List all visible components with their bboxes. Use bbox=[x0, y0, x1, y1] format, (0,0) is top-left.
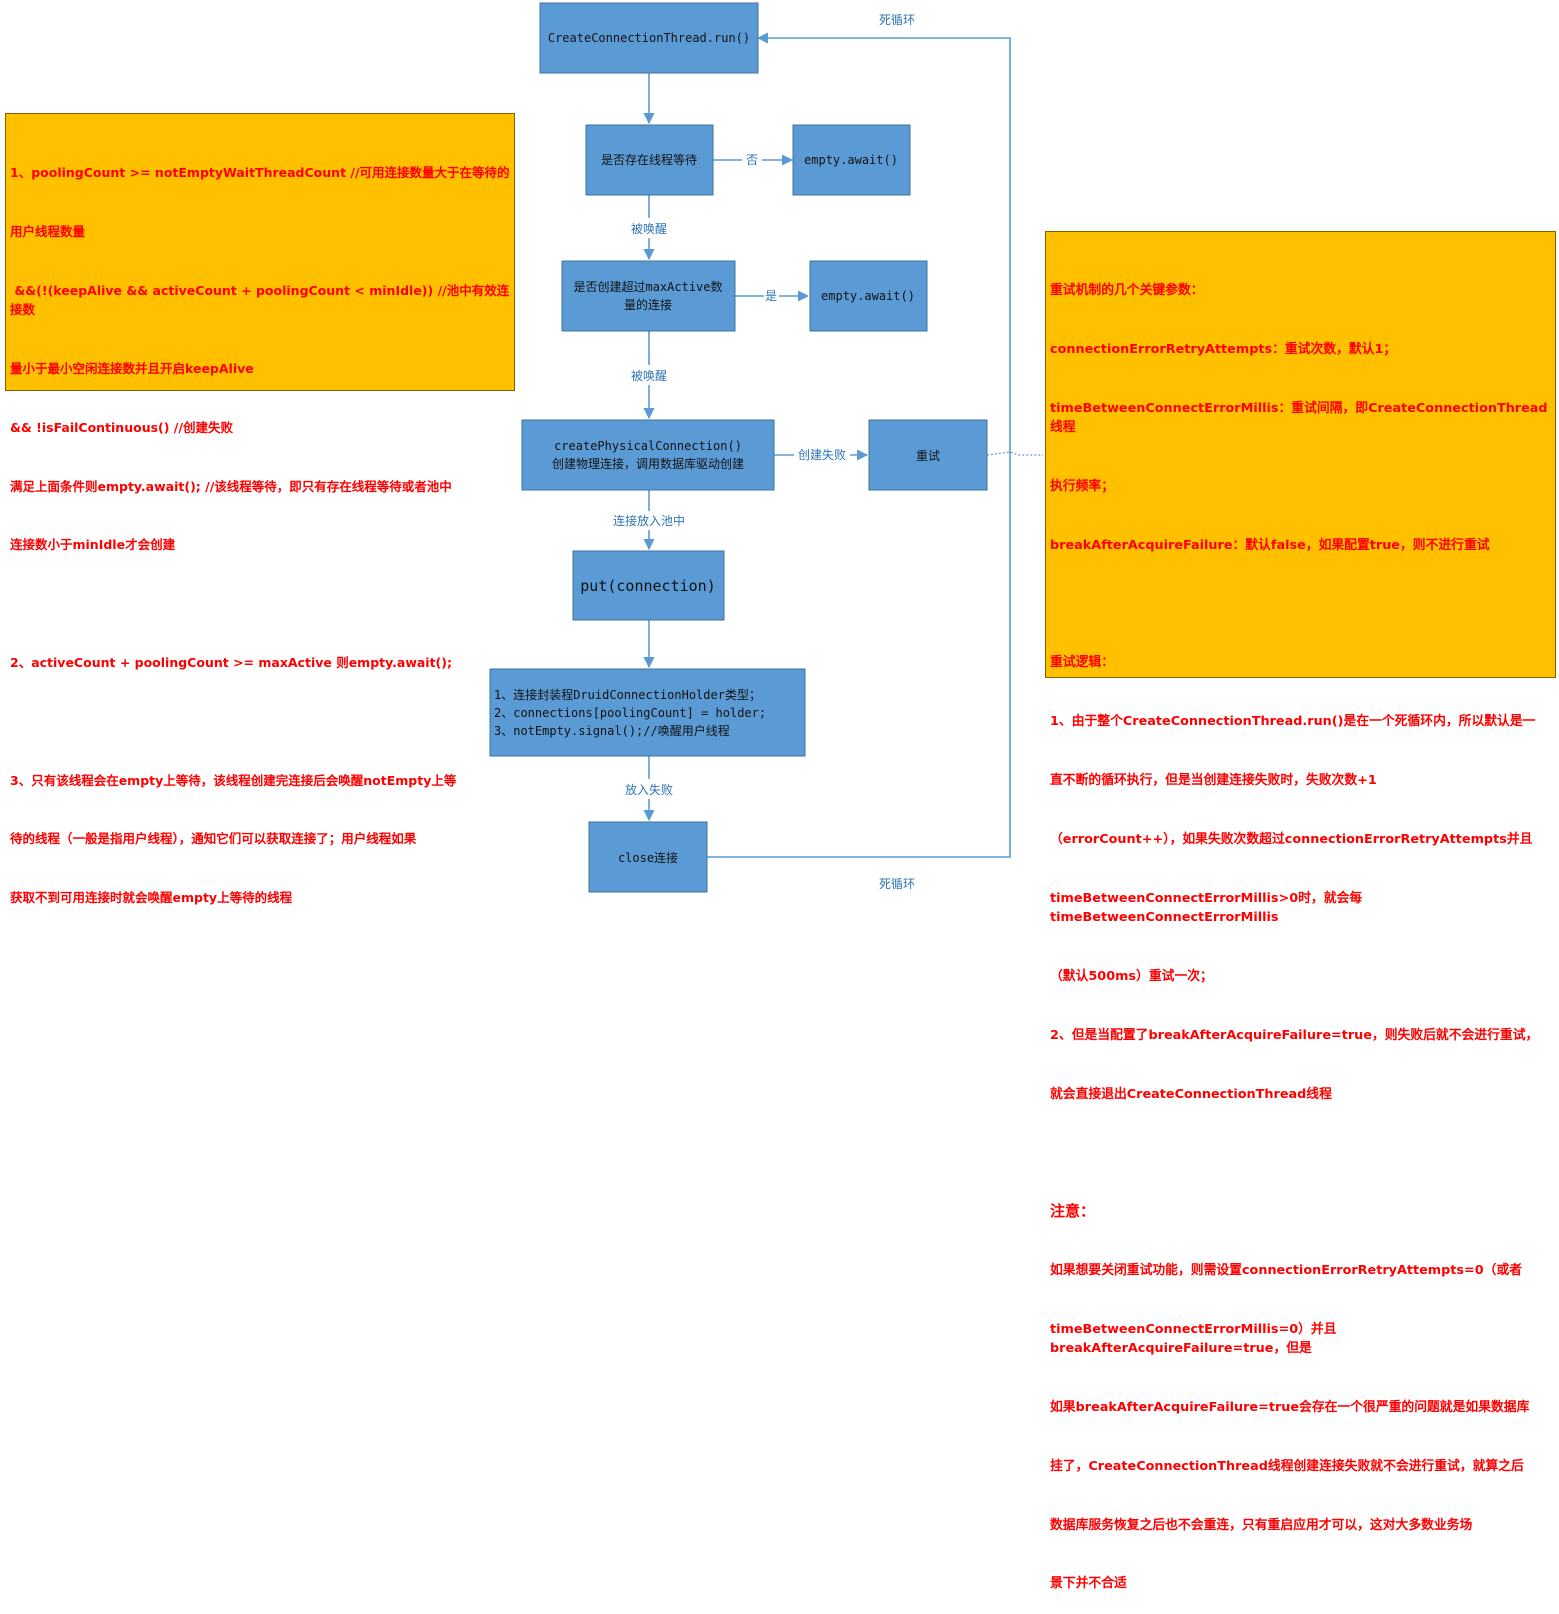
label-wakeup-1: 被唤醒 bbox=[631, 222, 667, 236]
left-note-line: &&(!(keepAlive && activeCount + poolingC… bbox=[10, 282, 510, 318]
right-note-logic: timeBetweenConnectErrorMillis>0时，就会每time… bbox=[1050, 890, 1363, 926]
left-note-spacer bbox=[10, 712, 510, 732]
right-note-note: 如果想要关闭重试功能，则需设置connectionErrorRetryAttem… bbox=[1050, 1262, 1523, 1278]
right-note: 重试机制的几个关键参数： connectionErrorRetryAttempt… bbox=[1045, 231, 1556, 1591]
right-note-logic: 就会直接退出CreateConnectionThread线程 bbox=[1050, 1086, 1332, 1102]
left-note: 1、poolingCount >= notEmptyWaitThreadCoun… bbox=[5, 113, 515, 905]
right-note-param: connectionErrorRetryAttempts：重试次数，默认1； bbox=[1050, 341, 1397, 357]
right-note-logic: 2、但是当配置了breakAfterAcquireFailure=true，则失… bbox=[1050, 1027, 1539, 1043]
node-close-text: close连接 bbox=[618, 850, 678, 865]
left-note-line: 满足上面条件则empty.await(); //该线程等待，即只有存在线程等待或… bbox=[10, 478, 452, 494]
right-note-note: 景下并不合适 bbox=[1050, 1576, 1127, 1592]
node-holder-text-2: 2、connections[poolingCount] = holder; bbox=[494, 706, 766, 720]
right-note-params-title: 重试机制的几个关键参数： bbox=[1050, 283, 1204, 299]
node-retry-text: 重试 bbox=[916, 448, 940, 463]
node-put-text: put(connection) bbox=[580, 577, 715, 595]
right-note-note: 挂了，CreateConnectionThread线程创建连接失败就不会进行重试… bbox=[1050, 1458, 1524, 1474]
left-note-line: 获取不到可用连接时就会唤醒empty上等待的线程 bbox=[10, 890, 293, 906]
node-create-text-2: 创建物理连接，调用数据库驱动创建 bbox=[552, 456, 744, 471]
node-check-max-text-2: 量的连接 bbox=[624, 297, 672, 312]
right-note-logic: （errorCount++），如果失败次数超过connectionErrorRe… bbox=[1050, 831, 1533, 847]
edge-loop bbox=[707, 32, 1011, 858]
node-run-text: CreateConnectionThread.run() bbox=[548, 31, 750, 45]
left-note-line: 量小于最小空闲连接数并且开启keepAlive bbox=[10, 361, 254, 377]
node-await-2-text: empty.await() bbox=[821, 289, 915, 303]
right-note-spacer bbox=[1050, 595, 1551, 615]
label-put-fail: 放入失败 bbox=[625, 782, 673, 797]
label-wakeup-2: 被唤醒 bbox=[631, 369, 667, 383]
node-create-text-1: createPhysicalConnection() bbox=[554, 439, 742, 453]
label-yes: 是 bbox=[765, 289, 777, 303]
right-note-param: breakAfterAcquireFailure：默认false，如果配置tru… bbox=[1050, 537, 1490, 553]
right-note-note: 数据库服务恢复之后也不会重连，只有重启应用才可以，这对大多数业务场 bbox=[1050, 1517, 1473, 1533]
node-holder-text-1: 1、连接封装程DruidConnectionHolder类型； bbox=[494, 687, 761, 702]
label-create-fail: 创建失败 bbox=[798, 447, 846, 462]
left-note-spacer bbox=[10, 594, 510, 614]
left-note-line: 连接数小于minIdle才会创建 bbox=[10, 537, 176, 553]
left-note-line: 用户线程数量 bbox=[10, 223, 86, 239]
node-await-1: empty.await() bbox=[792, 124, 911, 196]
left-note-line: && !isFailContinuous() //创建失败 bbox=[10, 419, 233, 435]
right-note-logic: 直不断的循环执行，但是当创建连接失败时，失败次数+1 bbox=[1050, 773, 1377, 789]
label-no: 否 bbox=[746, 153, 758, 167]
node-holder-text-3: 3、notEmpty.signal();//唤醒用户线程 bbox=[494, 723, 730, 738]
node-check-waiting-text: 是否存在线程等待 bbox=[601, 152, 697, 167]
left-note-line: 待的线程（一般是指用户线程），通知它们可以获取连接了；用户线程如果 bbox=[10, 831, 417, 847]
node-holder: 1、连接封装程DruidConnectionHolder类型； 2、connec… bbox=[489, 668, 806, 757]
node-create: createPhysicalConnection() 创建物理连接，调用数据库驱… bbox=[521, 419, 775, 491]
node-check-waiting: 是否存在线程等待 bbox=[585, 124, 714, 196]
edges bbox=[643, 32, 1043, 858]
right-note-param: 执行频率； bbox=[1050, 479, 1114, 495]
node-retry: 重试 bbox=[868, 419, 988, 491]
right-note-logic: 1、由于整个CreateConnectionThread.run()是在一个死循… bbox=[1050, 714, 1536, 730]
right-note-param: timeBetweenConnectErrorMillis：重试间隔，即Crea… bbox=[1050, 400, 1548, 436]
node-run: CreateConnectionThread.run() bbox=[539, 2, 759, 74]
right-note-spacer bbox=[1050, 1143, 1551, 1163]
left-note-line: 1、poolingCount >= notEmptyWaitThreadCoun… bbox=[10, 165, 510, 181]
label-put-into-pool: 连接放入池中 bbox=[613, 513, 685, 528]
node-await-1-text: empty.await() bbox=[804, 153, 898, 167]
flowchart: CreateConnectionThread.run() 是否存在线程等待 em… bbox=[489, 2, 1043, 893]
node-close: close连接 bbox=[588, 821, 708, 893]
node-check-max-text-1: 是否创建超过maxActive数 bbox=[573, 279, 722, 294]
left-note-line: 2、activeCount + poolingCount >= maxActiv… bbox=[10, 655, 452, 671]
right-note-note: timeBetweenConnectErrorMillis=0）并且breakA… bbox=[1050, 1321, 1337, 1357]
left-note-line: 3、只有该线程会在empty上等待，该线程创建完连接后会唤醒notEmpty上等 bbox=[10, 772, 457, 788]
right-note-note-title: 注意： bbox=[1050, 1202, 1096, 1221]
edge-retry-note bbox=[986, 451, 1043, 456]
right-note-logic: （默认500ms）重试一次； bbox=[1050, 968, 1213, 984]
right-note-note: 如果breakAfterAcquireFailure=true会存在一个很严重的… bbox=[1050, 1400, 1530, 1416]
label-loop-bottom: 死循环 bbox=[879, 877, 915, 891]
node-put: put(connection) bbox=[572, 550, 725, 621]
right-note-logic-title: 重试逻辑： bbox=[1050, 655, 1114, 671]
node-check-max: 是否创建超过maxActive数 量的连接 bbox=[561, 260, 736, 332]
label-loop-top: 死循环 bbox=[879, 13, 915, 27]
node-await-2: empty.await() bbox=[809, 260, 928, 332]
